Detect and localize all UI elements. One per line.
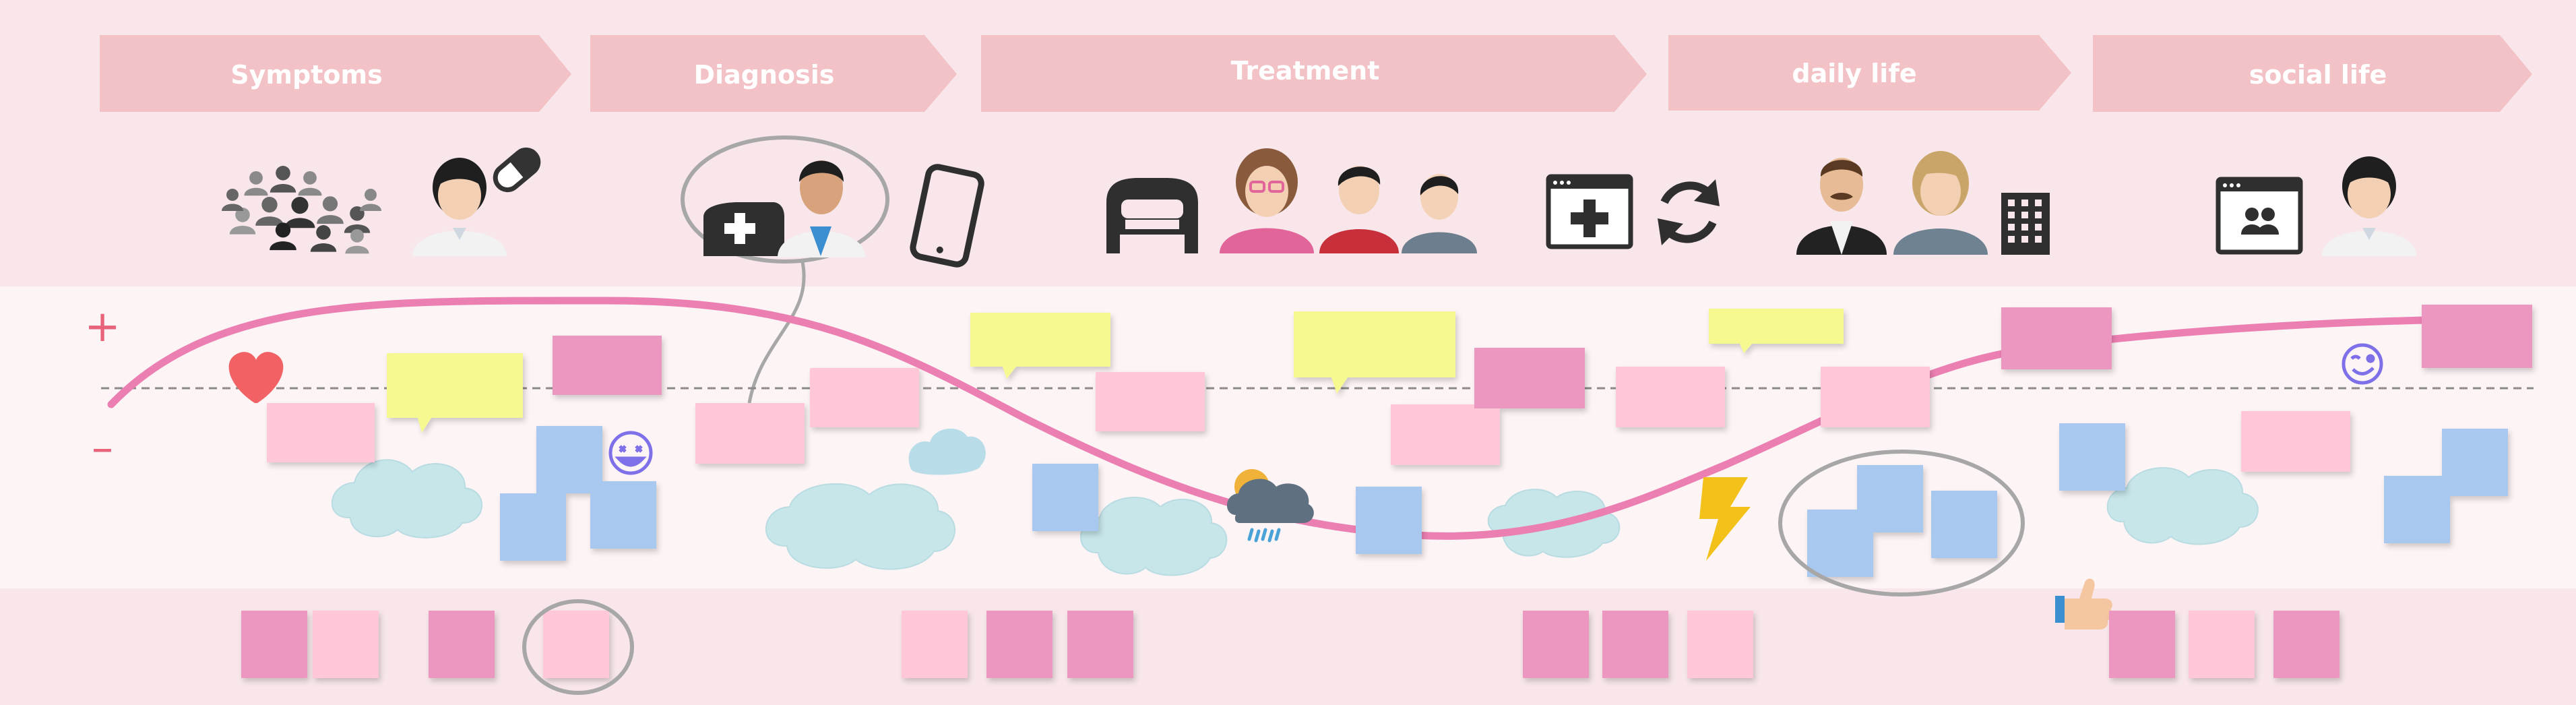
doctor-icon xyxy=(2322,156,2416,256)
sticky-note xyxy=(695,403,805,464)
cloud-icon xyxy=(2106,467,2259,545)
heart-icon xyxy=(228,352,284,403)
sticky-note xyxy=(1687,611,1753,678)
speech-bubble xyxy=(387,353,523,433)
highlight-ellipse xyxy=(681,135,889,264)
office-building-icon xyxy=(2001,193,2050,255)
sticky-note xyxy=(1931,491,1997,558)
sticky-note xyxy=(313,611,379,678)
sticky-note xyxy=(2273,611,2339,678)
phase-arrows: Symptoms Diagnosis Treatment daily life … xyxy=(100,35,2532,112)
hospital-bed-icon xyxy=(1106,178,1198,253)
sticky-note xyxy=(2059,423,2125,491)
speech-bubble xyxy=(970,313,1110,379)
sticky-note xyxy=(1821,367,1930,427)
sticky-note xyxy=(241,611,307,678)
sticky-note xyxy=(553,336,662,395)
hospital-icon xyxy=(703,202,784,256)
phase-treatment: Treatment xyxy=(981,35,1647,112)
sticky-note xyxy=(1474,348,1585,408)
pill-icon xyxy=(493,147,541,193)
sticky-note xyxy=(2422,305,2532,368)
sticky-note xyxy=(1616,367,1725,427)
sticky-note xyxy=(2189,611,2255,678)
sticky-note xyxy=(2241,411,2350,472)
rain-cloud-icon xyxy=(1226,469,1314,543)
smartphone-icon xyxy=(910,164,984,268)
wink-icon xyxy=(2342,343,2383,385)
sticky-note xyxy=(1391,404,1500,465)
sticky-note xyxy=(1096,372,1205,431)
sticky-note xyxy=(902,611,968,678)
lightning-icon xyxy=(1699,477,1751,561)
sticky-note xyxy=(1602,611,1668,678)
medical-app-window-icon xyxy=(1546,174,1633,249)
social-app-window-icon xyxy=(2216,177,2303,255)
doctor-icon xyxy=(412,158,507,256)
sticky-note xyxy=(1523,611,1589,678)
phase-symptoms: Symptoms xyxy=(100,35,571,112)
speech-bubbles xyxy=(387,309,1844,433)
sticky-note xyxy=(2109,611,2175,678)
sticky-note xyxy=(810,368,919,427)
cloud-icon xyxy=(765,483,955,570)
man-with-mustache-icon xyxy=(1796,158,1887,255)
positive-sign: + xyxy=(84,302,121,352)
phase-daily-life: daily life xyxy=(1668,35,2071,111)
cloud-icon xyxy=(332,459,483,539)
negative-sign: – xyxy=(92,423,113,473)
sticky-note xyxy=(1067,611,1133,678)
sticky-note xyxy=(1356,487,1422,554)
sticky-notes-bottom xyxy=(241,611,2339,678)
sticky-notes-emotion xyxy=(267,305,2532,577)
phase-social-life: social life xyxy=(2093,35,2532,112)
speech-bubble xyxy=(1294,311,1455,394)
connector-line xyxy=(747,258,806,404)
sticky-note xyxy=(429,611,495,678)
refresh-icon xyxy=(1658,179,1720,245)
sticky-note xyxy=(2384,476,2450,543)
sticky-note xyxy=(590,481,656,549)
sticky-note xyxy=(1807,510,1873,577)
woman-icon xyxy=(1893,151,1988,255)
cloud-icon xyxy=(1080,497,1228,576)
man-icon xyxy=(1319,166,1399,253)
highlight-ellipse xyxy=(1778,450,2025,596)
doctor-icon xyxy=(778,160,865,257)
sticky-note xyxy=(1032,464,1098,531)
woman-with-glasses-icon xyxy=(1220,148,1314,253)
sticky-note xyxy=(2442,429,2508,496)
sticky-note xyxy=(986,611,1053,678)
phase-label-symptoms: Symptoms xyxy=(230,60,382,90)
sticky-note xyxy=(543,611,609,678)
speech-bubble xyxy=(1709,309,1844,353)
sticky-note xyxy=(2001,307,2112,369)
phase-label-daily-life: daily life xyxy=(1792,59,1916,88)
phase-diagnosis: Diagnosis xyxy=(590,35,957,112)
sticky-note xyxy=(500,493,566,561)
phase-label-diagnosis: Diagnosis xyxy=(694,60,835,90)
thumbs-up-icon xyxy=(2055,578,2112,630)
smiley-icon xyxy=(608,431,653,475)
phase-label-social-life: social life xyxy=(2249,60,2387,90)
touchpoint-icons xyxy=(222,135,2416,404)
phase-label-treatment: Treatment xyxy=(1231,56,1380,86)
cloud-icon xyxy=(908,428,986,475)
highlight-ellipse xyxy=(522,599,634,695)
sticky-note xyxy=(267,403,375,462)
man-icon xyxy=(1402,174,1477,253)
